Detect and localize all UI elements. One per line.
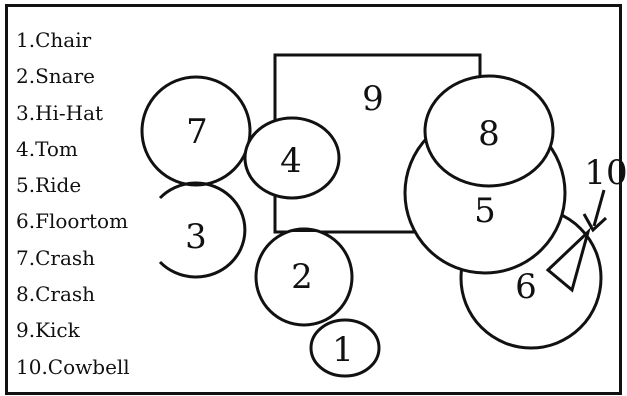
legend-item-ride: 5.Ride xyxy=(16,173,82,198)
snare-label: 2 xyxy=(291,257,313,297)
cowbell-arrow-head xyxy=(582,213,608,233)
legend: 1.Chair 2.Snare 3.Hi-Hat 4.Tom 5.Ride 6.… xyxy=(16,22,130,385)
chair-label: 1 xyxy=(332,330,354,370)
legend-item-crash-left: 7.Crash xyxy=(16,245,96,270)
tom-shape xyxy=(243,116,341,200)
crash-left-shape xyxy=(140,75,252,187)
legend-item-cowbell: 10.Cowbell xyxy=(16,354,130,379)
legend-item-snare: 2.Snare xyxy=(16,64,95,89)
hihat-label: 3 xyxy=(185,217,207,257)
tom-label: 4 xyxy=(280,141,302,181)
cowbell-arrow-shaft xyxy=(592,189,606,227)
legend-item-chair: 1.Chair xyxy=(16,28,92,52)
cowbell-shape xyxy=(545,227,591,293)
kick-label: 9 xyxy=(362,79,384,119)
legend-item-kick: 9.Kick xyxy=(16,318,80,343)
hihat-shape xyxy=(158,181,247,279)
cowbell-label: 10 xyxy=(584,153,627,193)
crash-right-shape xyxy=(423,74,555,188)
legend-item-tom: 4.Tom xyxy=(16,136,78,161)
crash-right-label: 8 xyxy=(478,114,500,154)
legend-item-floortom: 6.Floortom xyxy=(16,209,129,234)
snare-mark xyxy=(286,227,322,232)
crash-left-label: 7 xyxy=(186,112,208,152)
floortom-label: 6 xyxy=(515,267,537,307)
legend-item-hihat: 3.Hi-Hat xyxy=(16,100,104,125)
legend-item-crash-right: 8.Crash xyxy=(16,282,96,307)
chair-shape xyxy=(309,318,381,378)
ride-label: 5 xyxy=(474,191,496,231)
